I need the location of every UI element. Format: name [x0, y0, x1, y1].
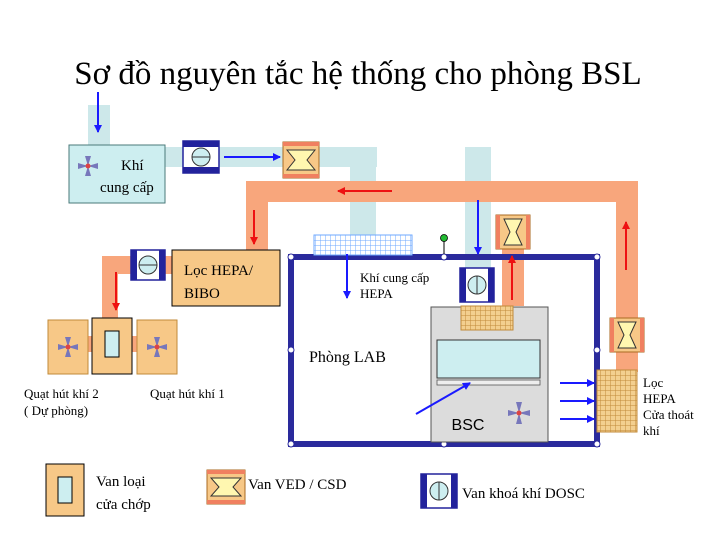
supply-fan-label-1: Khí: [121, 158, 144, 174]
exit-hepa-label-3: Cửa thoát: [643, 407, 694, 422]
page-title: Sơ đồ nguyên tắc hệ thống cho phòng BSL: [74, 56, 641, 92]
sensor-icon: [440, 234, 448, 242]
supply-fan-label-2: cung cấp: [100, 180, 154, 196]
ved-valve-room-exhaust: [609, 317, 645, 353]
bsc-label: BSC: [452, 417, 485, 434]
exhaust-fan-1: [136, 319, 178, 375]
legend-dosc-label: Van khoá khí DOSC: [462, 486, 585, 502]
legend-ved-label: Van VED / CSD: [248, 477, 347, 493]
legend-ved-icon: [206, 469, 246, 505]
bsc-cabinet: [430, 305, 549, 443]
room-corner-dots: [287, 253, 601, 448]
hepa-bibo-box: [171, 249, 281, 307]
exit-hepa-filter: [596, 369, 638, 433]
exhaust-fan-1-label: Quạt hút khí 1: [150, 386, 225, 401]
louver-damper-exhaust: [91, 317, 133, 375]
dosc-valve-exhaust: [130, 249, 166, 281]
bsc-hepa-filter: [460, 305, 514, 331]
legend-louver-label-1: Van loại: [96, 474, 146, 490]
supply-hepa-filter: [313, 234, 413, 256]
arrow-bsc-intake: [415, 382, 471, 415]
exit-hepa-label-2: HEPA: [643, 391, 676, 406]
legend-louver-label-2: cửa chớp: [96, 497, 151, 513]
supply-fan-icon: [78, 156, 98, 176]
airflow-arrows: [94, 92, 630, 423]
hepa-bibo-label-2: BIBO: [184, 286, 220, 302]
exhaust-fan-2: [47, 319, 89, 375]
ved-valve-supply: [282, 141, 320, 179]
ved-valve-bsc-exhaust: [495, 214, 531, 250]
legend-louver-damper-icon: [45, 463, 85, 517]
lab-room-label: Phòng LAB: [309, 349, 386, 366]
exit-hepa-label-1: Lọc: [643, 375, 663, 390]
bsc-fan-icon: [508, 402, 530, 424]
supply-fan-box: [68, 144, 166, 204]
hepa-bibo-label-1: Lọc HEPA/: [184, 263, 254, 279]
exhaust-fan-2-label-1: Quạt hút khí 2: [24, 386, 99, 401]
supply-hepa-label-2: HEPA: [360, 286, 393, 301]
supply-hepa-label-1: Khí cung cấp: [360, 270, 429, 285]
exhaust-fan-2-label-2: ( Dự phòng): [24, 403, 88, 418]
dosc-valve-bsc: [459, 267, 495, 303]
legend-dosc-icon: [420, 473, 458, 509]
exit-hepa-label-4: khí: [643, 423, 660, 438]
dosc-valve-supply: [182, 140, 220, 174]
